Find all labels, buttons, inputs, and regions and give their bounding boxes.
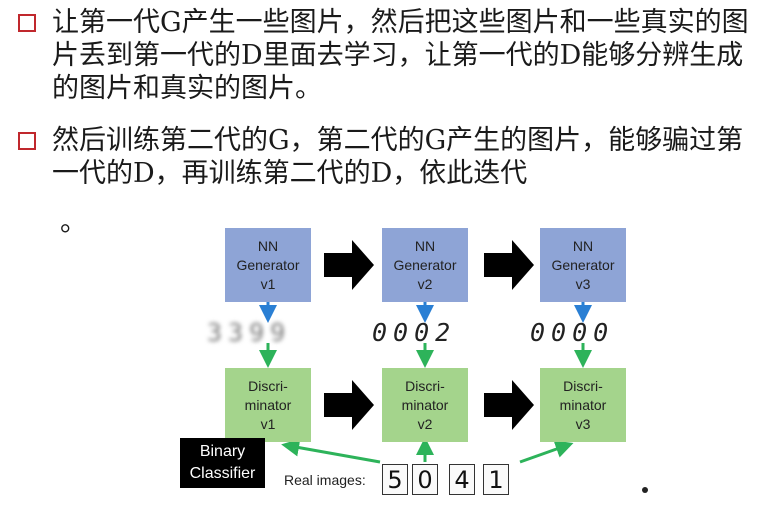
bullet-2-continuation: 。 (60, 207, 87, 238)
big-arrow-gen-1-2 (324, 240, 374, 290)
real-images-label: Real images: (284, 472, 366, 488)
bullet-2: 然后训练第二代的G，第二代的G产生的图片，能够骗过第一代的D，再训练第二代的D，… (18, 124, 762, 190)
real-image-digit: 5 (382, 464, 408, 495)
big-arrow-gen-2-3 (484, 240, 534, 290)
real-image-digit: 0 (412, 464, 438, 495)
bullet-1-text: 让第一代G产生一些图片，然后把这些图片和一些真实的图片丢到第一代的D里面去学习，… (52, 7, 749, 104)
green-arrow-real-to-disc-1 (281, 438, 381, 464)
big-arrow-disc-2-3 (484, 380, 534, 430)
bullet-1: 让第一代G产生一些图片，然后把这些图片和一些真实的图片丢到第一代的D里面去学习，… (18, 6, 762, 105)
generated-images-v1: 3399 (207, 318, 292, 347)
stray-mark (642, 487, 648, 493)
big-arrow-disc-1-2 (324, 380, 374, 430)
bullet-box-icon (18, 132, 36, 150)
green-arrow-real-to-disc-3 (519, 440, 574, 464)
generated-images-v3: 0000 (530, 318, 615, 347)
bullet-2-text: 然后训练第二代的G，第二代的G产生的图片，能够骗过第一代的D，再训练第二代的D，… (52, 125, 744, 189)
bullet-box-icon (18, 14, 36, 32)
real-image-digit: 1 (483, 464, 509, 495)
generated-images-v2: 0002 (372, 318, 457, 347)
real-image-digit: 4 (449, 464, 475, 495)
